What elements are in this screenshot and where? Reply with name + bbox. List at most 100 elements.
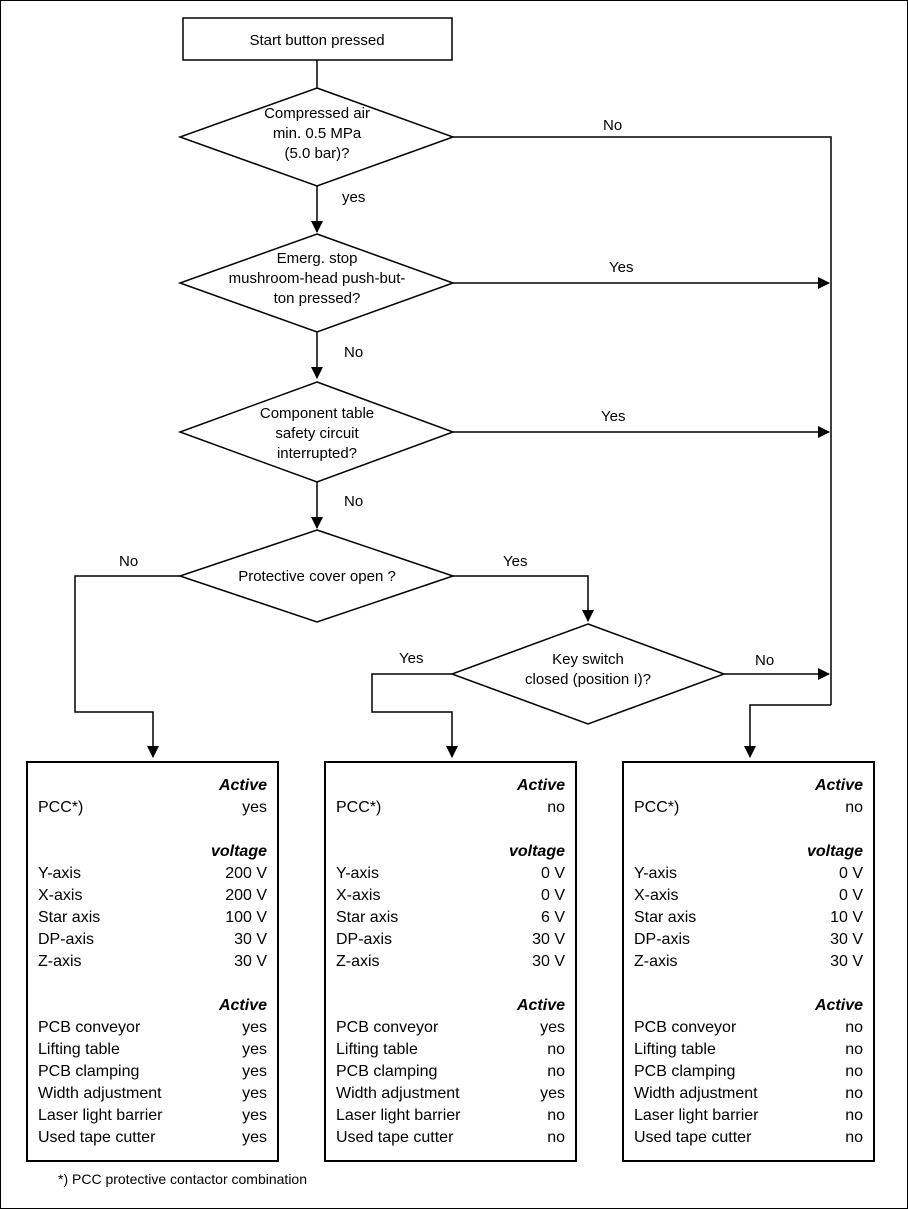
panel-voltage-row-label: Y-axis [634,865,677,882]
panel-device-row-label: Lifting table [336,1041,418,1058]
panel-device-row-value: no [845,1107,863,1124]
panel-device-row-value: no [845,1019,863,1036]
panel-voltage-row-label: Star axis [336,909,399,926]
panel-device-row-value: no [547,1107,565,1124]
panel-voltage-header: voltage [508,843,565,860]
panel-device-row-value: yes [242,1063,267,1080]
panel-voltage-row-label: X-axis [634,887,679,904]
panel-voltage-row-label: DP-axis [38,931,95,948]
panel-device-row-label: Used tape cutter [38,1129,156,1146]
panel-voltage-row-label: Star axis [634,909,697,926]
label-d4-yes: Yes [503,553,527,570]
panel-voltage-row-value: 30 V [532,953,565,970]
panel-device-row-value: yes [242,1129,267,1146]
panel-pcc-row-label: PCC*) [634,799,680,816]
panel-voltage-row-label: Y-axis [38,865,81,882]
panel-pcc-row: PCC*)no [634,797,863,819]
panel-device-row-value: no [845,1041,863,1058]
panel-device-row: Lifting table no [634,1039,863,1061]
panel-pcc-row-label: PCC*) [336,799,382,816]
label-d2-no: No [344,344,363,361]
panel-voltage-row-value: 0 V [540,887,565,904]
panel-voltage-row-label: DP-axis [336,931,393,948]
panel-voltage-row: Star axis 10 V [634,907,863,929]
decision-compressed-air-line3: (5.0 bar)? [284,145,349,162]
panel-device-row-value: no [547,1041,565,1058]
panel-device-row-label: PCB conveyor [336,1019,439,1036]
arrow-bus-right-panel [744,704,831,758]
decision-component-table-line3: interrupted? [277,445,357,462]
panel-voltage-row: Z-axis 30 V [634,951,863,973]
panel-active-header: Active [814,777,863,794]
panel-device-row-value: no [845,1085,863,1102]
panel-device-row-value: yes [242,1085,267,1102]
decision-protective-cover [177,529,456,623]
panel-device-row-label: Laser light barrier [38,1107,163,1124]
panel-device-row-value: no [845,1129,863,1146]
panel-device-row-value: yes [540,1019,565,1036]
panel-voltage-row-value: 100 V [225,909,267,926]
panel-pcc-row: PCC*)yes [38,797,267,819]
panel-active-header: Active [218,777,267,794]
panel-voltage-row-label: Star axis [38,909,101,926]
decision-emergency-stop-line3: ton pressed? [274,290,361,307]
panel-voltage-row-label: Y-axis [336,865,379,882]
label-d1-no: No [603,117,622,134]
label-d5-yes: Yes [399,650,423,667]
arrow-d4-no [74,575,180,758]
decision-key-switch-line1: Key switch [552,651,624,668]
panel-device-row: PCB conveyor yes [336,1017,565,1039]
arrow-d5-yes [371,673,458,758]
panel-voltage-row-label: Z-axis [38,953,82,970]
panel-pcc-row-value: no [547,799,565,816]
decision-key-switch [449,623,727,725]
decision-compressed-air-line2: min. 0.5 MPa [273,125,362,142]
panel-voltage-row-value: 30 V [532,931,565,948]
panel-voltage-row-value: 10 V [830,909,863,926]
panel-voltage-row-value: 6 V [540,909,565,926]
label-d3-yes: Yes [601,408,625,425]
panel-device-row: PCB conveyor no [634,1017,863,1039]
panel-device-row-label: Lifting table [634,1041,716,1058]
panel-voltage-row-label: X-axis [38,887,83,904]
panel-voltage-header: voltage [210,843,267,860]
start-label: Start button pressed [249,32,384,49]
decision-component-table-line2: safety circuit [275,425,359,442]
panel-device-row-label: PCB conveyor [634,1019,737,1036]
panel-voltage-row: Y-axis 0 V [336,863,565,885]
panel-device-row: Width adjustment yes [38,1083,267,1105]
panel-voltage-row-value: 200 V [225,865,267,882]
decision-key-switch-line2: closed (position I)? [525,671,651,688]
label-d2-yes: Yes [609,259,633,276]
panel-device-row-label: PCB conveyor [38,1019,141,1036]
decision-emergency-stop-line2: mushroom-head push-but- [229,270,406,287]
panel-voltage-row-value: 0 V [540,865,565,882]
panel-device-row-label: Width adjustment [336,1085,460,1102]
panel-device-row-label: Used tape cutter [336,1129,454,1146]
panel-device-row-label: Width adjustment [38,1085,162,1102]
panel-device-row-label: Lifting table [38,1041,120,1058]
panel-voltage-row-value: 30 V [830,953,863,970]
panel-voltage-row-label: Z-axis [634,953,678,970]
decision-protective-cover-label: Protective cover open ? [238,568,396,585]
